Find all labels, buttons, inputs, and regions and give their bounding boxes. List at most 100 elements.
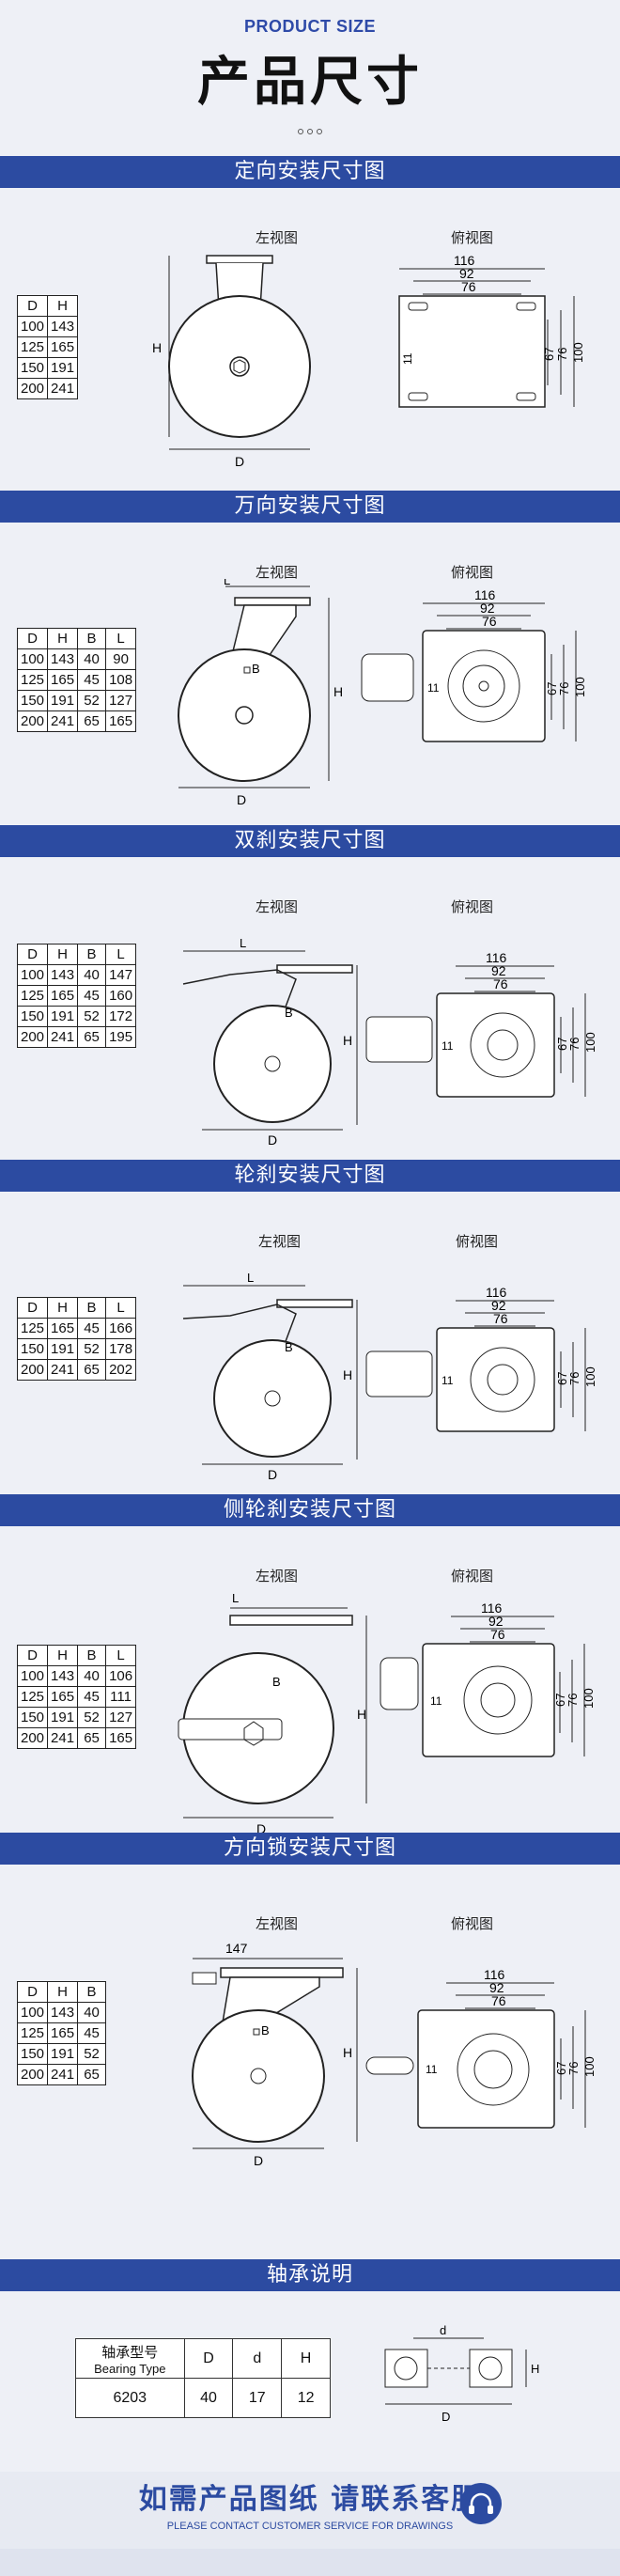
top-view-label: 俯视图 [451,898,494,915]
top-view-label: 俯视图 [451,1568,494,1585]
svg-text:H: H [357,1707,366,1722]
svg-text:76: 76 [566,1694,580,1707]
svg-text:67: 67 [545,682,559,695]
bearing-val-D: 40 [183,2378,234,2418]
svg-text:67: 67 [555,1372,569,1385]
svg-text:92: 92 [459,266,474,281]
svg-text:L: L [232,1591,239,1605]
header-subtitle: PRODUCT SIZE [243,17,376,36]
svg-text:67: 67 [553,1694,567,1707]
svg-text:H: H [343,2045,352,2060]
svg-text:116: 116 [454,254,475,268]
left-view-label: 左视图 [256,229,299,246]
svg-text:116: 116 [484,1968,505,1982]
left-view-drawing: L B H D [182,936,358,1147]
svg-text:100: 100 [583,1366,597,1387]
svg-text:H: H [152,340,162,355]
bearing-model: 6203 [75,2378,185,2418]
footer-subtitle: PLEASE CONTACT CUSTOMER SERVICE FOR DRAW… [166,2521,454,2532]
svg-text:147: 147 [225,1941,248,1956]
svg-text:11: 11 [442,1374,454,1387]
svg-text:92: 92 [491,963,506,978]
svg-text:11: 11 [426,2063,438,2076]
svg-text:H: H [531,2362,539,2376]
svg-text:B: B [252,662,260,676]
svg-text:76: 76 [461,279,476,294]
svg-text:76: 76 [557,682,571,695]
svg-text:100: 100 [583,1032,597,1053]
top-view-drawing: 116 92 76 11 67 76 100 [365,951,597,1098]
top-view-drawing: 116 92 76 11 67 76 100 [365,1286,597,1432]
left-view-label: 左视图 [256,1568,299,1585]
contact-footer: 如需产品图纸 请联系客服 PLEASE CONTACT CUSTOMER SER… [0,2472,620,2576]
svg-text:B: B [272,1675,281,1689]
svg-text:100: 100 [581,1688,596,1709]
svg-text:92: 92 [489,1980,504,1995]
svg-text:L: L [240,936,246,950]
svg-text:11: 11 [430,1694,442,1708]
left-view-drawing: L B H D [182,1271,358,1482]
left-view-label: 左视图 [256,564,299,581]
svg-text:L: L [247,1271,254,1285]
section-band-fixed: 定向安装尺寸图 [0,156,620,188]
headset-icon[interactable] [460,2483,502,2524]
svg-text:D: D [237,792,246,807]
section-band-bearing: 轴承说明 [0,2259,620,2291]
svg-text:H: H [343,1033,352,1048]
left-view-label: 左视图 [256,1915,299,1932]
svg-text:D: D [254,2153,263,2168]
svg-text:76: 76 [490,1627,505,1642]
svg-text:H: H [343,1367,352,1382]
svg-text:116: 116 [474,588,496,602]
svg-text:B: B [285,1006,293,1020]
section-band-side-brake: 侧轮刹安装尺寸图 [0,1494,620,1526]
svg-text:100: 100 [571,342,585,363]
top-view-drawing: 116 92 76 11 67 76 100 [398,254,585,408]
svg-text:H: H [333,684,343,699]
svg-text:92: 92 [480,601,495,616]
svg-text:76: 76 [482,614,497,629]
svg-text:67: 67 [542,348,556,361]
bearing-col-d: d [232,2338,283,2379]
svg-text:116: 116 [481,1601,503,1616]
svg-text:76: 76 [567,1038,581,1051]
svg-text:100: 100 [573,677,587,697]
svg-text:76: 76 [493,976,508,991]
top-view-label: 俯视图 [456,1233,499,1250]
svg-text:67: 67 [554,2062,568,2075]
svg-text:B: B [261,2023,270,2037]
footer-title: 如需产品图纸 请联系客服 [138,2483,482,2516]
top-view-drawing: 116 92 76 11 67 76 100 [380,1601,596,1757]
svg-text:d: d [440,2323,446,2337]
svg-text:11: 11 [427,681,440,695]
left-view-drawing: L B H D [178,1591,367,1836]
svg-text:D: D [235,454,244,469]
svg-text:D: D [268,1132,277,1147]
svg-text:D: D [256,1821,266,1836]
svg-text:67: 67 [555,1038,569,1051]
section-band-swivel: 万向安装尺寸图 [0,491,620,523]
section-band-double-brake: 双刹安装尺寸图 [0,825,620,857]
svg-text:B: B [285,1340,293,1354]
footer-bottom-strip [0,2549,620,2576]
page-header: PRODUCT SIZE 产品尺寸 [0,0,620,155]
svg-text:116: 116 [486,1286,507,1300]
svg-text:11: 11 [401,352,414,365]
svg-text:D: D [268,1467,277,1482]
left-view-label: 左视图 [256,898,299,915]
svg-text:D: D [442,2410,450,2424]
svg-text:L: L [224,579,230,587]
left-view-drawing: H D [152,255,311,469]
section-band-wheel-brake: 轮刹安装尺寸图 [0,1160,620,1192]
svg-text:76: 76 [555,348,569,361]
section-band-direction-lock: 方向锁安装尺寸图 [0,1833,620,1865]
